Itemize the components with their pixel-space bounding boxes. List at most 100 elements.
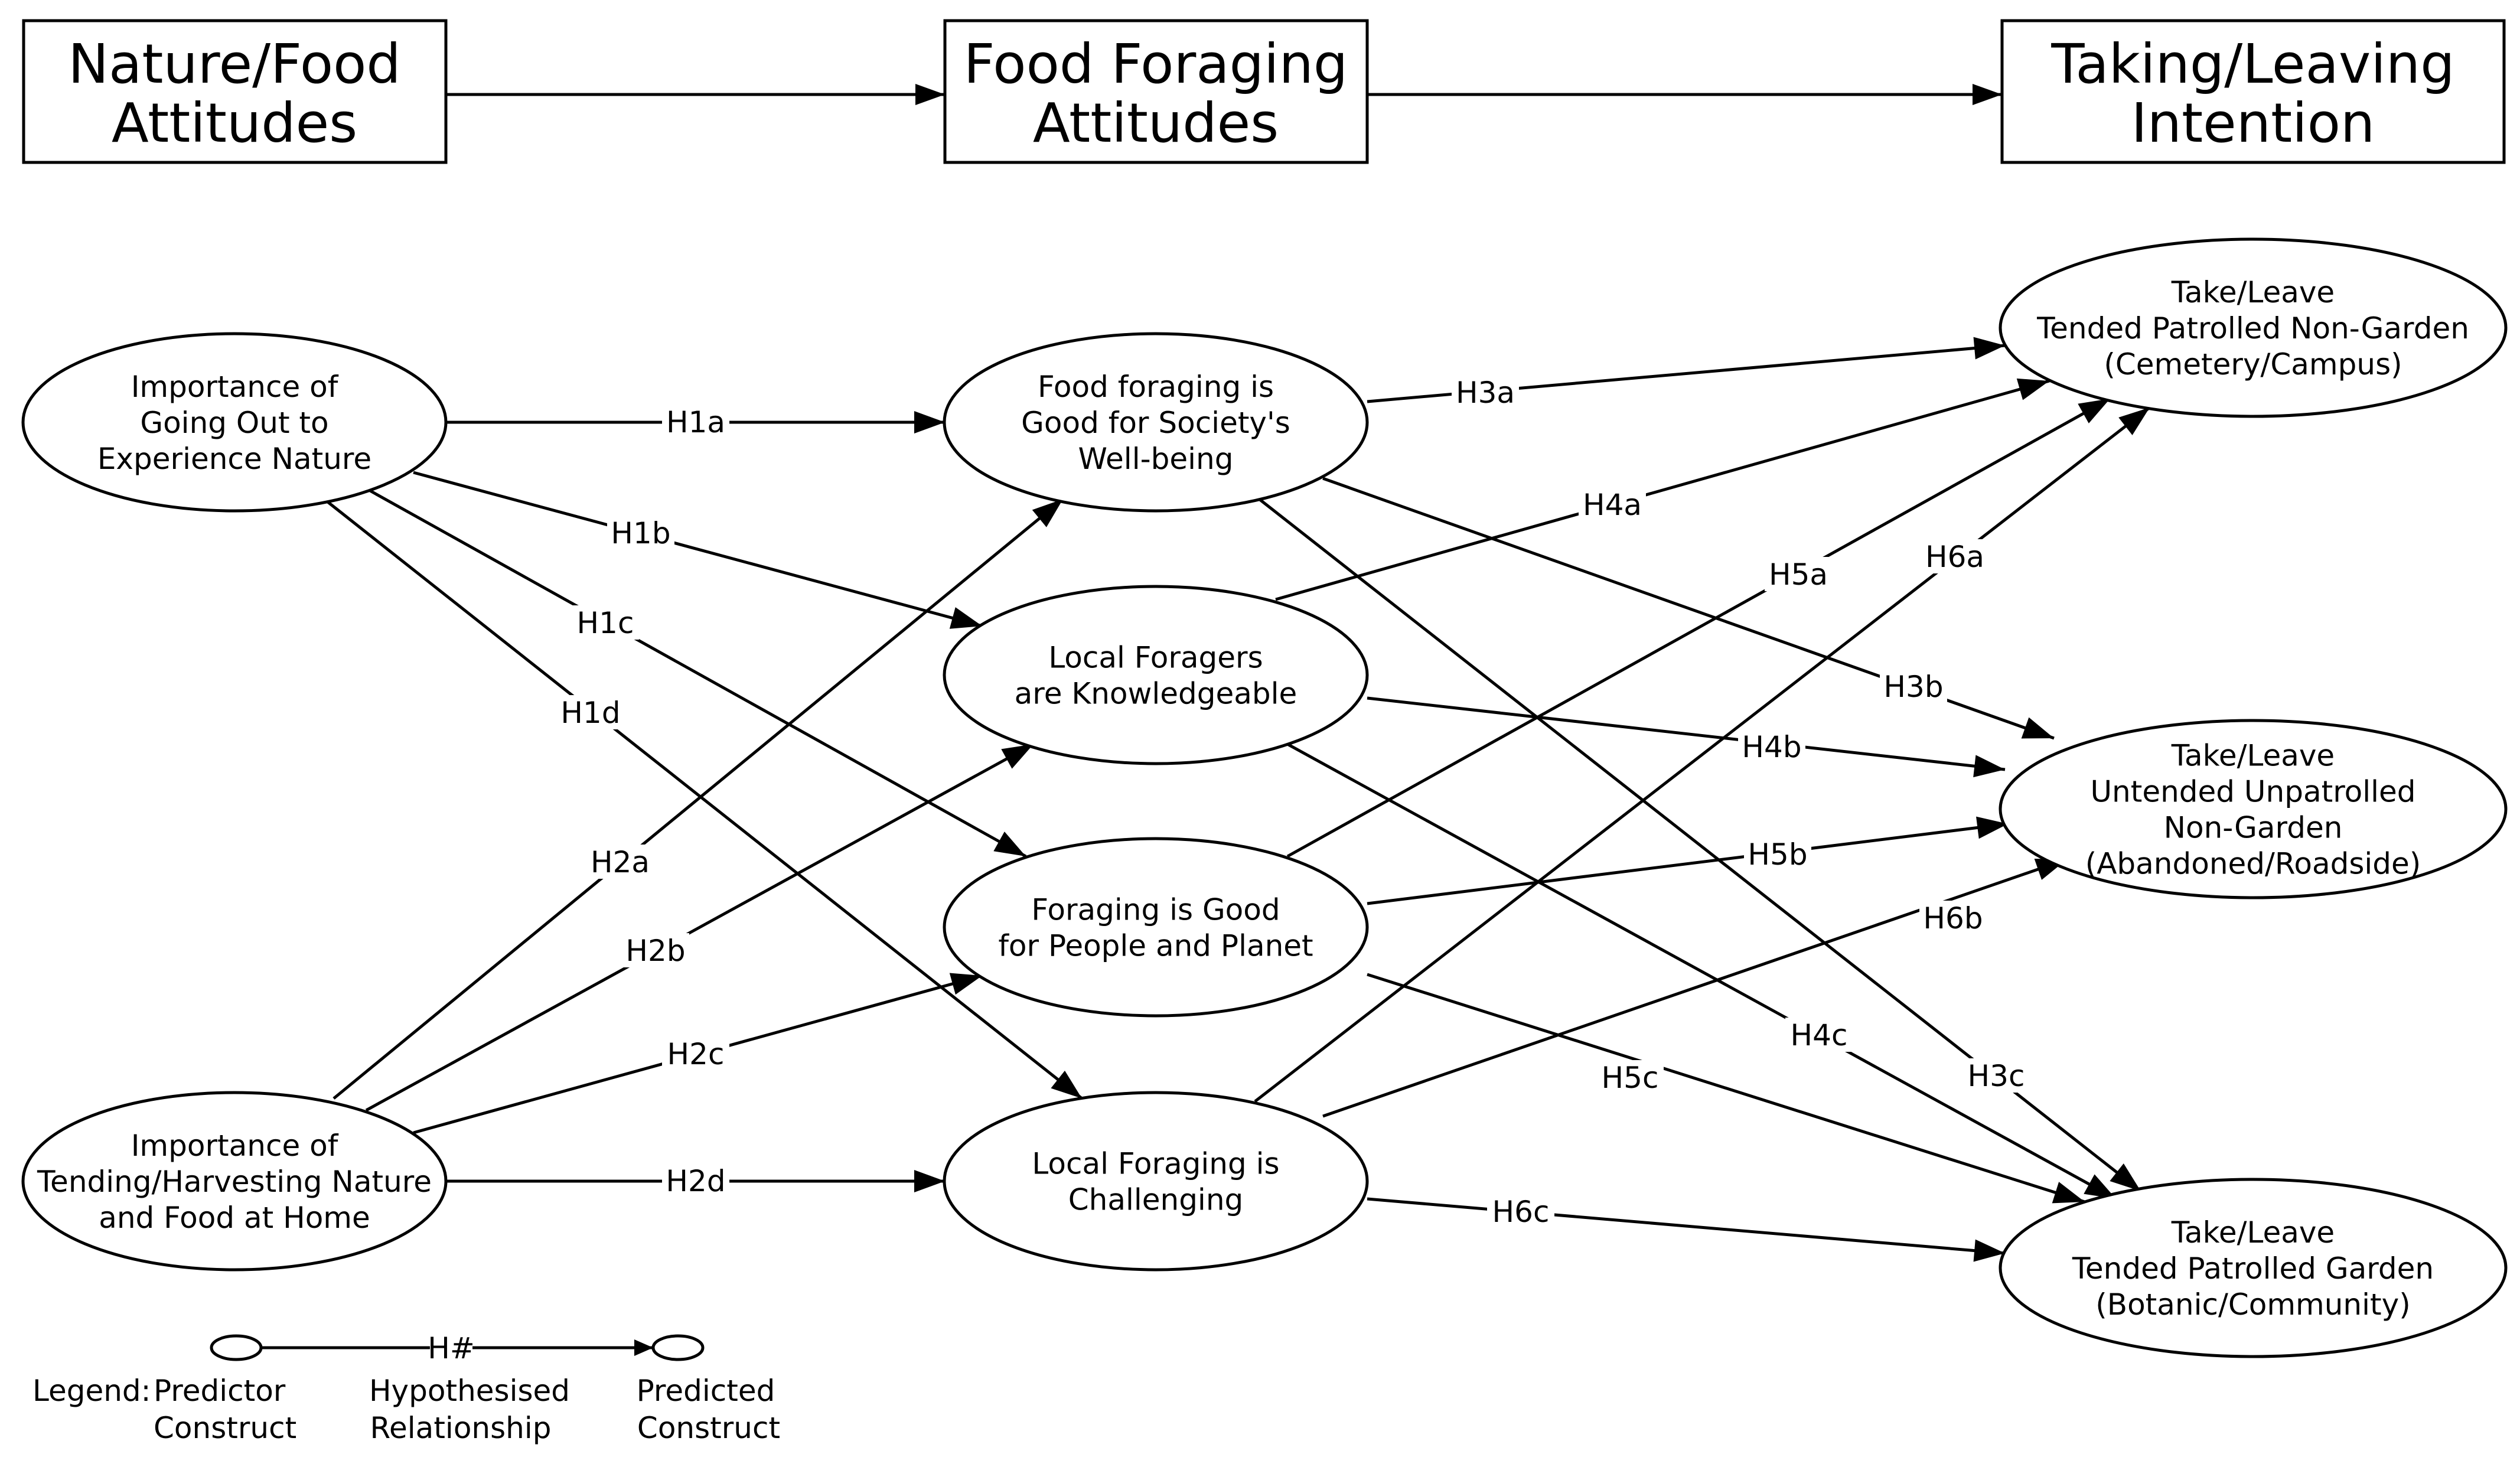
hypothesis-label-h4c: H4c xyxy=(1791,1018,1848,1052)
arrowhead-h1d xyxy=(1051,1070,1082,1098)
arrowhead-h5b xyxy=(1976,816,2008,839)
legend-prefix: Legend: xyxy=(32,1374,151,1408)
construct-label: and Food at Home xyxy=(99,1201,370,1235)
stage-title: Intention xyxy=(2131,92,2375,155)
edge-h1c xyxy=(368,488,1027,858)
legend-predicted-line1: Predicted xyxy=(637,1374,775,1408)
stage-title: Attitudes xyxy=(1033,92,1279,155)
arrowhead-h1a xyxy=(914,411,945,433)
legend: H# Legend: Predictor Construct Hypothesi… xyxy=(32,1331,780,1445)
construct-ellipse xyxy=(1999,1178,2508,1358)
edge-h6a xyxy=(1254,406,2151,1103)
construct-label: for People and Planet xyxy=(998,929,1313,963)
construct-label: Tended Patrolled Non-Garden xyxy=(2036,311,2469,345)
arrowhead-h4b xyxy=(1973,755,2005,778)
edge-h4c xyxy=(1286,742,2117,1201)
legend-predicted-line2: Construct xyxy=(637,1411,780,1445)
arrowhead-h3a xyxy=(1973,337,2005,360)
construct-ellipse xyxy=(21,1091,448,1272)
hypothesis-label-h3a: H3a xyxy=(1456,376,1515,410)
hypothesis-label-h2b: H2b xyxy=(625,934,685,968)
construct-ellipse xyxy=(943,585,1369,765)
construct-label: (Cemetery/Campus) xyxy=(2104,347,2402,382)
arrowhead-h2c xyxy=(949,973,982,995)
arrowhead-h2a xyxy=(1032,499,1063,527)
arrowhead-h4c xyxy=(2084,1174,2116,1199)
hypothesis-labels: H1aH1bH1cH1dH2aH2bH2cH2dH3aH3bH3cH4aH4bH… xyxy=(557,375,2030,1229)
legend-predictor-symbol xyxy=(210,1334,263,1361)
hypothesis-label-h2d: H2d xyxy=(666,1164,725,1198)
edge-h1b xyxy=(413,471,983,628)
hypothesis-label-h4a: H4a xyxy=(1583,488,1642,522)
construct-label: Local Foragers xyxy=(1048,641,1263,675)
stage-arrowhead xyxy=(915,84,945,105)
hypothesis-label-h6a: H6a xyxy=(1925,540,1984,574)
hypothesis-label-h6b: H6b xyxy=(1923,901,1983,935)
edge-h4b xyxy=(1367,696,2006,771)
legend-predictor-line2: Construct xyxy=(154,1411,296,1445)
stage-arrowhead xyxy=(1973,84,2002,105)
hypothesis-label-h6c: H6c xyxy=(1492,1195,1550,1229)
edge-h5c xyxy=(1367,973,2085,1204)
arrowhead-h4a xyxy=(2016,378,2049,400)
construct-label: Importance of xyxy=(131,1129,339,1163)
construct-ellipse xyxy=(1999,237,2508,418)
construct-ellipse xyxy=(21,332,448,513)
legend-edge-label: H# xyxy=(428,1331,475,1365)
hypothesis-label-h1a: H1a xyxy=(666,405,725,439)
arrowhead-h1b xyxy=(949,607,982,629)
hypothesis-label-h4b: H4b xyxy=(1742,730,1801,764)
hypothesis-label-h1d: H1d xyxy=(560,696,620,730)
construct-label: Tending/Harvesting Nature xyxy=(37,1165,432,1199)
legend-predicted-symbol xyxy=(651,1334,705,1361)
stage-box xyxy=(22,19,448,164)
arrowhead-h1c xyxy=(993,832,1026,856)
construct-label: (Botanic/Community) xyxy=(2095,1287,2410,1322)
hypothesis-label-h2c: H2c xyxy=(667,1037,725,1071)
construct-ellipse xyxy=(943,1091,1369,1272)
stage-title: Nature/Food xyxy=(68,32,401,96)
stage-title: Food Foraging xyxy=(964,32,1348,96)
arrowhead-h3b xyxy=(2021,717,2054,739)
edge-h4a xyxy=(1275,379,2050,601)
hypothesis-label-h3c: H3c xyxy=(1968,1059,2025,1093)
hypothesis-label-h2a: H2a xyxy=(591,845,650,879)
construct-label: Untended Unpatrolled xyxy=(2090,775,2415,809)
edge-h1d xyxy=(327,501,1083,1100)
stage-box xyxy=(943,19,1369,164)
construct-label: Going Out to xyxy=(140,406,328,440)
arrowhead-h5a xyxy=(2078,399,2110,423)
arrowhead-h6c xyxy=(1973,1239,2005,1262)
arrowhead-h5c xyxy=(2052,1182,2085,1204)
construct-ellipse xyxy=(943,332,1369,513)
edge-h5b xyxy=(1367,822,2009,905)
edge-h5a xyxy=(1286,397,2111,858)
hypothesis-label-h5b: H5b xyxy=(1748,837,1807,872)
arrowhead-h3c xyxy=(2110,1163,2141,1191)
legend-relationship-line1: Hypothesised xyxy=(369,1374,570,1408)
stage-box xyxy=(2000,19,2506,164)
construct-label: Experience Nature xyxy=(97,442,371,476)
construct-ellipse xyxy=(943,837,1369,1018)
legend-arrowhead xyxy=(634,1339,653,1356)
hypothesis-label-h1c: H1c xyxy=(577,606,634,640)
construct-label: Food foraging is xyxy=(1038,370,1274,404)
construct-label: (Abandoned/Roadside) xyxy=(2085,847,2421,881)
hypothesis-label-h1b: H1b xyxy=(611,516,670,550)
hypothesis-edges xyxy=(327,337,2151,1262)
edge-h2a xyxy=(332,498,1064,1100)
construct-label: Well-being xyxy=(1078,442,1234,476)
construct-label: Challenging xyxy=(1068,1183,1244,1217)
arrowhead-h2d xyxy=(914,1170,945,1192)
construct-label: Non-Garden xyxy=(2164,811,2343,845)
